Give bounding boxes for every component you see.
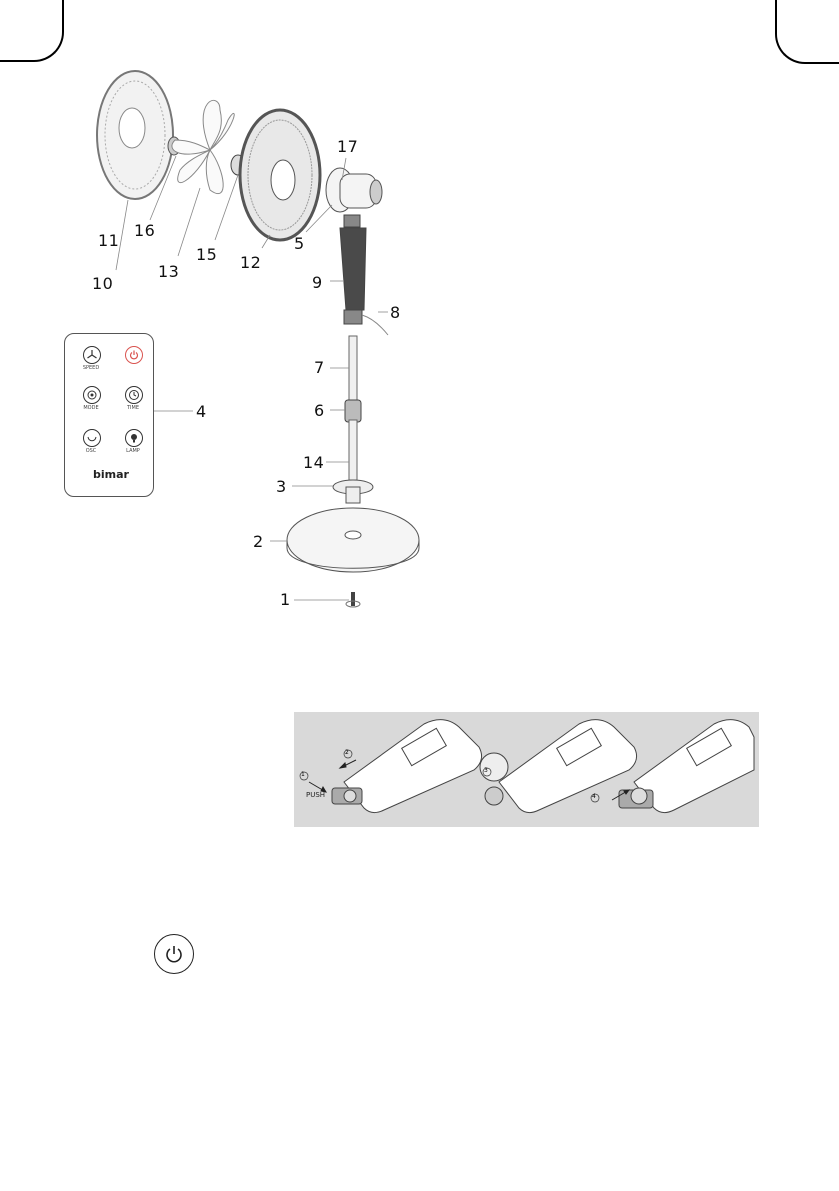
oscillation-icon bbox=[83, 429, 101, 447]
motor-head bbox=[326, 168, 382, 212]
fan-blade bbox=[172, 100, 234, 193]
power-cord bbox=[362, 315, 388, 335]
part-number-10: 10 bbox=[92, 274, 113, 293]
part-number-11: 11 bbox=[98, 231, 119, 250]
part-number-8: 8 bbox=[390, 303, 401, 322]
part-number-3: 3 bbox=[276, 477, 287, 496]
fan-exploded-diagram bbox=[0, 0, 839, 640]
mode-icon bbox=[83, 386, 101, 404]
fan-icon bbox=[83, 346, 101, 364]
part-number-17: 17 bbox=[337, 137, 358, 156]
part-number-12: 12 bbox=[240, 253, 261, 272]
part-number-4: 4 bbox=[196, 402, 207, 421]
part-number-9: 9 bbox=[312, 273, 323, 292]
timer-icon bbox=[125, 386, 143, 404]
speed-label: SPEED bbox=[76, 365, 106, 371]
lower-tube bbox=[349, 420, 357, 480]
part-number-5: 5 bbox=[294, 234, 305, 253]
part-number-7: 7 bbox=[314, 358, 325, 377]
part-number-14: 14 bbox=[303, 453, 324, 472]
part-number-2: 2 bbox=[253, 532, 264, 551]
power-icon bbox=[125, 346, 143, 364]
step-2-number: 2 bbox=[345, 749, 349, 756]
brand-logo: bimar bbox=[93, 468, 129, 481]
step-1-number: 1 bbox=[301, 771, 305, 778]
part-number-13: 13 bbox=[158, 262, 179, 281]
lamp-icon bbox=[125, 429, 143, 447]
step-3-number: 3 bbox=[484, 767, 488, 774]
fan-body bbox=[340, 215, 366, 324]
part-number-16: 16 bbox=[134, 221, 155, 240]
time-label: TIME bbox=[118, 405, 148, 411]
base-screw bbox=[351, 592, 355, 606]
upper-tube bbox=[349, 336, 357, 406]
step-4-number: 4 bbox=[592, 793, 596, 800]
height-knob bbox=[345, 400, 361, 422]
battery-instructions-panel: 1 2 3 4 bbox=[294, 712, 759, 827]
part-number-6: 6 bbox=[314, 401, 325, 420]
power-button-icon bbox=[154, 934, 194, 974]
lamp-label: LAMP bbox=[118, 448, 148, 454]
part-number-15: 15 bbox=[196, 245, 217, 264]
rear-grille bbox=[240, 110, 320, 240]
osc-label: OSC bbox=[76, 448, 106, 454]
front-grille bbox=[97, 71, 173, 199]
push-label: PUSH bbox=[306, 791, 325, 799]
remote-control: SPEED MODE TIME OSC LAMP bimar bbox=[64, 333, 154, 497]
battery-steps-illustration bbox=[294, 712, 759, 827]
mode-label: MODE bbox=[76, 405, 106, 411]
base-plate bbox=[287, 508, 419, 572]
power-icon bbox=[164, 944, 184, 964]
part-number-1: 1 bbox=[280, 590, 291, 609]
